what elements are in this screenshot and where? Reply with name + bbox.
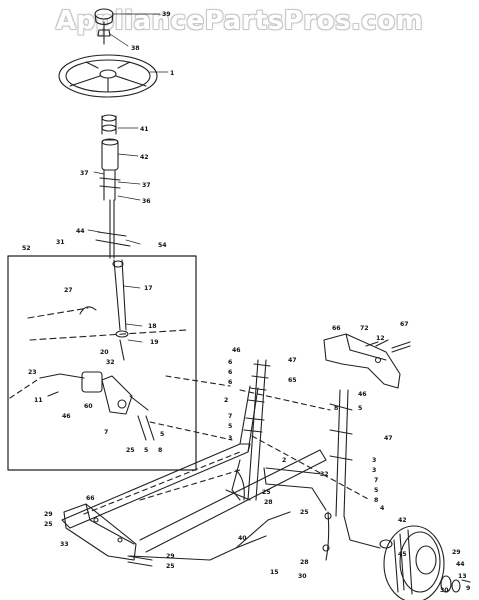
right-mount-bracket [323, 333, 411, 389]
callout-label: 7 [228, 413, 232, 420]
callout-label: 25 [262, 489, 271, 496]
callout-label: 8 [334, 405, 338, 412]
callout-label: 44 [456, 561, 465, 568]
callout-label: 46 [62, 413, 71, 420]
callout-label: 54 [158, 242, 167, 249]
callout-label: 52 [22, 245, 31, 252]
callout-label: 66 [86, 495, 95, 502]
callout-label: 45 [398, 551, 407, 558]
callout-label: 37 [80, 170, 89, 177]
front-wheel [379, 525, 471, 600]
callout-label: 2 [224, 397, 228, 404]
callout-label: 25 [300, 509, 309, 516]
callout-label: 47 [384, 435, 393, 442]
callout-label: 60 [84, 403, 93, 410]
center-linkage [225, 359, 271, 501]
callout-label: 15 [270, 569, 279, 576]
callout-label: 38 [131, 45, 140, 52]
steering-wheel [58, 54, 158, 98]
callout-label: 6 [228, 369, 232, 376]
callout-label: 20 [100, 349, 109, 356]
axle-tube [129, 449, 327, 561]
callout-label: 2 [282, 457, 286, 464]
callout-label: 8 [158, 447, 162, 454]
callout-label: 29 [44, 511, 53, 518]
callout-label: 46 [358, 391, 367, 398]
callout-label: 66 [332, 325, 341, 332]
callout-label: 7 [104, 429, 108, 436]
callout-labels: 39 38 1 41 42 37 37 36 52 44 31 54 27 17… [22, 11, 470, 594]
callout-label: 11 [34, 397, 43, 404]
callout-label: 42 [398, 517, 407, 524]
callout-label: 25 [126, 447, 135, 454]
left-axle-bracket [63, 503, 153, 567]
callout-label: 42 [140, 154, 149, 161]
steering-cap [94, 8, 114, 45]
callout-label: 5 [144, 447, 148, 454]
callout-label: 27 [64, 287, 73, 294]
callout-label: 30 [298, 573, 307, 580]
callout-label: 3 [372, 467, 376, 474]
right-steering-linkage [263, 389, 381, 561]
callout-label: 36 [142, 198, 151, 205]
callout-label: 29 [166, 553, 175, 560]
callout-label: 5 [228, 423, 232, 430]
callout-label: 25 [44, 521, 53, 528]
steering-gear-subassembly [27, 259, 187, 441]
callout-label: 28 [300, 559, 309, 566]
callout-label: 32 [320, 471, 329, 478]
callout-label: 28 [264, 499, 273, 506]
callout-label: 47 [288, 357, 297, 364]
subassembly-frame [7, 255, 197, 471]
callout-label: 29 [452, 549, 461, 556]
callout-label: 39 [162, 11, 171, 18]
callout-label: 33 [60, 541, 69, 548]
steering-shaft-upper [95, 114, 131, 259]
callout-label: 67 [400, 321, 409, 328]
callout-label: 7 [374, 477, 378, 484]
callout-label: 19 [150, 339, 159, 346]
callout-label: 23 [28, 369, 37, 376]
callout-label: 3 [228, 435, 232, 442]
callout-label: 31 [56, 239, 65, 246]
callout-label: 46 [232, 347, 241, 354]
callout-label: 40 [238, 535, 247, 542]
callout-label: 41 [140, 126, 149, 133]
callout-label: 44 [76, 228, 85, 235]
callout-label: 65 [288, 377, 297, 384]
callout-label: 6 [228, 359, 232, 366]
callout-label: 17 [144, 285, 153, 292]
watermark: AppliancePartsPros.com [55, 6, 424, 36]
drag-link [61, 385, 259, 529]
callout-leaders [87, 13, 169, 343]
callout-label: 1 [170, 70, 174, 77]
callout-label: 5 [374, 487, 378, 494]
callout-label: 6 [228, 379, 232, 386]
callout-label: 8 [374, 497, 378, 504]
callout-label: 5 [358, 405, 362, 412]
callout-label: 13 [458, 573, 467, 580]
callout-label: 3 [372, 457, 376, 464]
callout-label: 37 [142, 182, 151, 189]
callout-label: 32 [106, 359, 115, 366]
callout-label: 18 [148, 323, 157, 330]
callout-label: 4 [380, 505, 385, 512]
callout-label: 12 [376, 335, 385, 342]
callout-label: 30 [440, 587, 449, 594]
callout-label: 5 [160, 431, 164, 438]
callout-label: 9 [466, 585, 470, 592]
callout-label: 25 [166, 563, 175, 570]
callout-label: 72 [360, 325, 369, 332]
